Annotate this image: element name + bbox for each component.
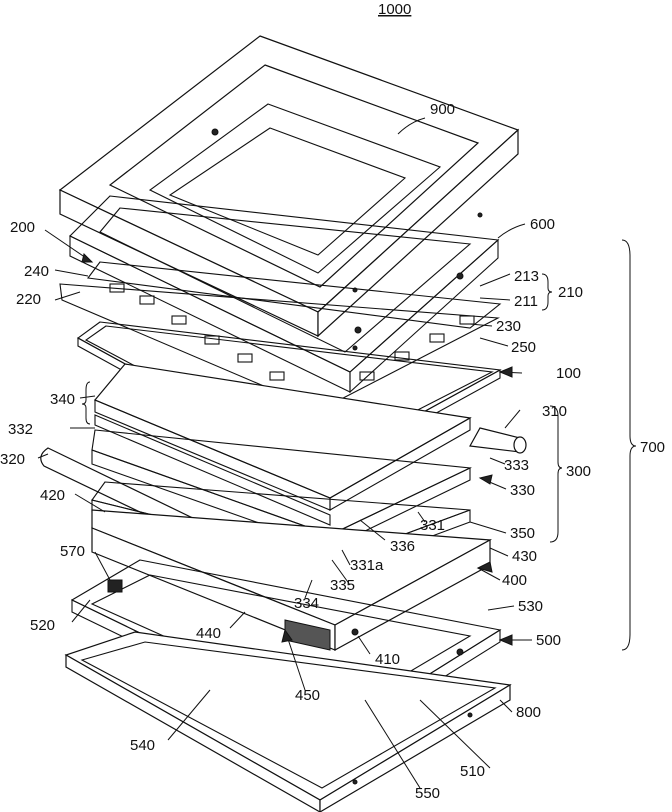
label-420: 420 [40,487,65,504]
label-336: 336 [390,538,415,555]
label-211: 211 [514,293,538,310]
label-570: 570 [60,543,85,560]
label-210: 210 [558,284,583,301]
label-331a: 331a [350,557,384,574]
label-220: 220 [16,291,41,308]
label-550: 550 [415,785,440,802]
label-700: 700 [640,439,665,456]
label-240: 240 [24,263,49,280]
label-250: 250 [511,339,536,356]
label-330: 330 [510,482,535,499]
lamp-310 [470,428,526,453]
label-400: 400 [502,572,527,589]
label-332: 332 [8,421,33,438]
label-230: 230 [496,318,521,335]
label-540: 540 [130,737,155,754]
label-510: 510 [460,763,485,780]
label-331: 331 [420,517,445,534]
label-530: 530 [518,598,543,615]
label-213: 213 [514,268,539,285]
top-frame-900 [60,36,518,336]
label-450: 450 [295,687,320,704]
label-500: 500 [536,632,561,649]
label-320: 320 [0,451,25,468]
label-335: 335 [330,577,355,594]
label-200: 200 [10,219,35,236]
label-520: 520 [30,617,55,634]
label-100: 100 [556,365,581,382]
label-300: 300 [566,463,591,480]
label-440: 440 [196,625,221,642]
label-334: 334 [294,595,319,612]
label-430: 430 [512,548,537,565]
label-333: 333 [504,457,529,474]
bottom-case-800 [66,632,510,812]
label-310: 310 [542,403,567,420]
label-350: 350 [510,525,535,542]
label-800: 800 [516,704,541,721]
label-410: 410 [375,651,400,668]
label-600: 600 [530,216,555,233]
label-340: 340 [50,391,75,408]
figure-number: 1000 [378,1,411,18]
label-900: 900 [430,101,455,118]
